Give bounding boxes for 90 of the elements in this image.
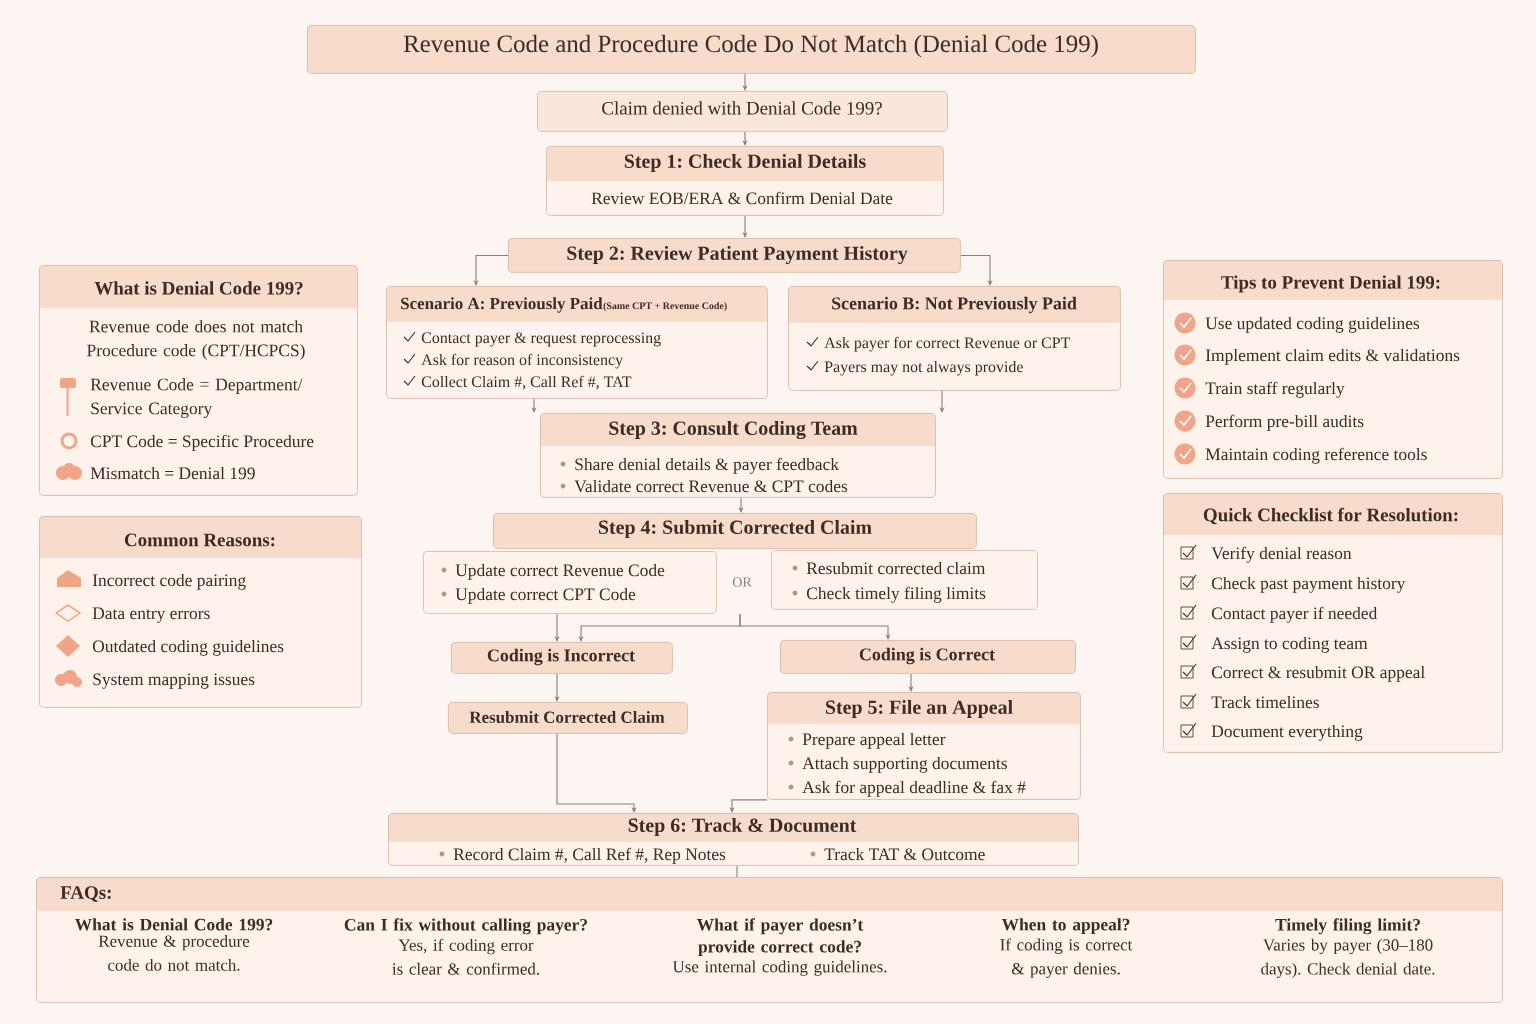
faq-question: What if payer doesn’t provide correct code? (696, 918, 864, 957)
step-box (307, 25, 1196, 74)
step-box (423, 551, 717, 614)
box-text: Coding is Incorrect (487, 648, 635, 666)
list-item: Update correct CPT Code (455, 587, 636, 604)
list-item: Track TAT & Outcome (824, 847, 985, 861)
list-item: Contact payer if needed (1211, 606, 1378, 623)
list-item: Revenue Code = Department/ Service Category (90, 378, 303, 418)
body-text: Review EOB/ERA & Confirm Denial Date (591, 191, 893, 205)
list-item: Implement claim edits & validations (1205, 348, 1460, 365)
list-item: Track timelines (1211, 695, 1319, 709)
faq-answer: Use internal coding guidelines. (672, 960, 887, 976)
list-item: Ask for appeal deadline & fax # (802, 780, 1026, 797)
info-panel (767, 692, 1081, 800)
list-item: Prepare appeal letter (802, 732, 946, 749)
info-panel (39, 265, 358, 496)
list-item: Update correct Revenue Code (455, 563, 665, 580)
list-item: Share denial details & payer feedback (575, 457, 840, 474)
step-heading: Step 3: Consult Coding Team (609, 420, 858, 440)
list-item: Data entry errors (92, 607, 210, 623)
list-item: Train staff regularly (1205, 381, 1345, 398)
step-box (448, 702, 688, 734)
info-panel (36, 877, 1503, 1003)
list-item: Document everything (1211, 724, 1363, 741)
faq-answer: Varies by payer (30–180 days). Check denial date. (1261, 938, 1435, 979)
connector-label: OR (732, 577, 752, 587)
step-box (493, 513, 977, 549)
list-item: Resubmit corrected claim (806, 561, 986, 575)
list-item: Ask for reason of inconsistency (421, 353, 623, 369)
list-item: Perform pre-bill audits (1205, 414, 1364, 431)
list-item: CPT Code = Specific Procedure (90, 434, 314, 451)
faq-answer: Yes, if coding error is clear & confirmed. (392, 938, 539, 975)
step-heading: Step 2: Review Patient Payment History (567, 245, 908, 265)
faq-question: What is Denial Code 199? (74, 918, 273, 931)
list-item: Collect Claim #, Call Ref #, TAT (421, 375, 632, 390)
panel-heading: Scenario B: Not Previously Paid (832, 296, 1077, 314)
list-item: Use updated coding guidelines (1205, 316, 1420, 333)
step-box (451, 642, 673, 674)
list-item: Attach supporting documents (802, 756, 1007, 773)
faq-question: Can I fix without calling payer? (344, 918, 587, 935)
panel-heading: Common Reasons: (124, 533, 275, 547)
info-panel (388, 813, 1079, 866)
list-item: Payers may not always provide (824, 360, 1023, 376)
list-item: Check past payment history (1211, 576, 1406, 593)
faq-question: When to appeal? (1001, 918, 1130, 935)
faq-question: Timely filing limit? (1275, 918, 1420, 935)
arrow (556, 733, 637, 813)
step-heading: Step 5: File an Appeal (826, 699, 1013, 719)
list-item: Validate correct Revenue & CPT codes (574, 479, 848, 493)
info-panel (1163, 260, 1503, 479)
panel-heading: Quick Checklist for Resolution: (1203, 507, 1458, 525)
step-box (780, 640, 1076, 674)
box-text: Coding is Correct (859, 647, 995, 665)
list-item: Contact payer & request reprocessing (421, 332, 661, 347)
info-panel (1163, 493, 1503, 753)
step-heading: Step 1: Check Denial Details (624, 153, 866, 173)
list-item: Check timely filing limits (806, 586, 986, 603)
list-item: Record Claim #, Call Ref #, Rep Notes (453, 847, 726, 864)
arrow (960, 254, 993, 286)
faq-answer: Revenue & procedure code do not match. (98, 934, 250, 971)
list-item: Incorrect code pairing (92, 573, 246, 590)
list-item: Correct & resubmit OR appeal (1211, 665, 1425, 682)
info-panel (546, 146, 944, 216)
body-text: Revenue code does not match Procedure code (CPT/HCPCS) (87, 320, 305, 360)
step-box (508, 238, 961, 273)
list-item: Mismatch = Denial 199 (90, 466, 255, 480)
panel-heading: Scenario A: Previously Paid (401, 297, 603, 313)
info-panel (540, 413, 936, 498)
list-item: Maintain coding reference tools (1205, 447, 1427, 464)
panel-heading: Tips to Prevent Denial 199: (1221, 275, 1440, 293)
info-panel (39, 516, 362, 708)
info-panel (788, 286, 1121, 391)
list-item: Verify denial reason (1211, 546, 1352, 563)
step-box (771, 550, 1038, 610)
step-heading: Step 4: Submit Corrected Claim (599, 519, 872, 539)
step-box (537, 91, 948, 132)
list-item: System mapping issues (93, 673, 255, 689)
step-heading: Step 6: Track & Document (628, 817, 857, 837)
panel-heading: FAQs: (60, 886, 111, 902)
panel-heading: What is Denial Code 199? (94, 281, 303, 295)
faq-answer: If coding is correct & payer denies. (1000, 938, 1133, 978)
box-text: Resubmit Corrected Claim (469, 711, 665, 723)
list-item: Assign to coding team (1211, 636, 1368, 653)
arrow (739, 613, 891, 640)
box-text: Claim denied with Denial Code 199? (602, 101, 882, 115)
heading-note: (Same CPT + Revenue Code) (603, 302, 727, 312)
info-panel (386, 286, 768, 399)
list-item: Outdated coding guidelines (92, 639, 284, 656)
list-item: Ask payer for correct Revenue or CPT (824, 336, 1071, 352)
title-text: Revenue Code and Procedure Code Do Not Match (Denial Code 199) (403, 34, 1098, 58)
